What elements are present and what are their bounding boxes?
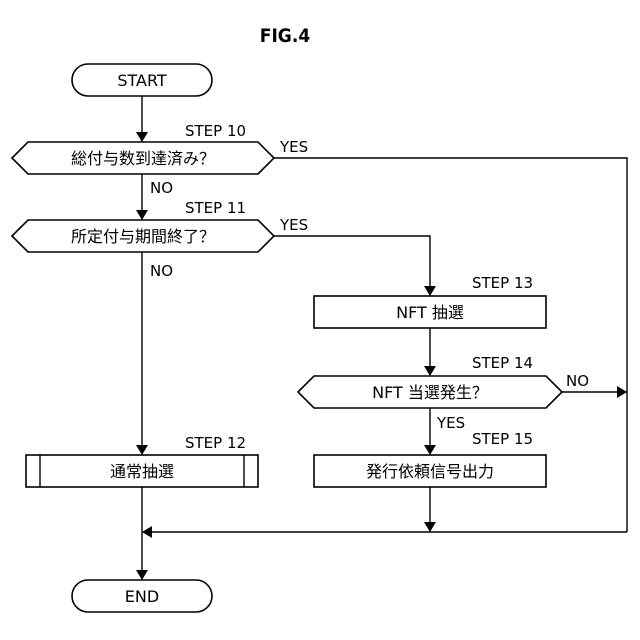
step15-step-label: STEP 15: [472, 430, 533, 448]
step12-step-label: STEP 12: [185, 434, 246, 452]
step11-no-label: NO: [150, 262, 173, 280]
connector-step11-yes: [274, 236, 430, 295]
step14-decision: NFT 当選発生？: [298, 376, 562, 408]
step10-no-label: NO: [150, 179, 173, 197]
step10-decision: 総付与数到達済み？: [12, 142, 274, 174]
step12-text: 通常抽選: [110, 462, 174, 481]
step14-text: NFT 当選発生？: [372, 383, 488, 402]
end-terminator: END: [72, 580, 212, 612]
end-label: END: [125, 587, 159, 606]
step13-step-label: STEP 13: [472, 274, 533, 292]
step14-yes-label: YES: [436, 414, 465, 432]
step11-text: 所定付与期間終了？: [71, 227, 215, 246]
step15-text: 発行依頼信号出力: [366, 462, 494, 481]
step10-text: 総付与数到達済み？: [71, 149, 215, 168]
step14-no-label: NO: [566, 372, 589, 390]
step15-process: 発行依頼信号出力: [314, 455, 546, 487]
step14-step-label: STEP 14: [472, 354, 533, 372]
step10-step-label: STEP 10: [185, 122, 246, 140]
step13-process: NFT 抽選: [314, 296, 546, 328]
step11-yes-label: YES: [279, 216, 308, 234]
step13-text: NFT 抽選: [396, 303, 464, 322]
start-terminator: START: [72, 64, 212, 96]
start-label: START: [117, 71, 167, 90]
figure-title: FIG.4: [260, 25, 311, 47]
step12-process: 通常抽選: [26, 455, 258, 487]
step11-decision: 所定付与期間終了？: [12, 220, 274, 252]
step11-step-label: STEP 11: [185, 199, 246, 217]
step10-yes-label: YES: [279, 138, 308, 156]
